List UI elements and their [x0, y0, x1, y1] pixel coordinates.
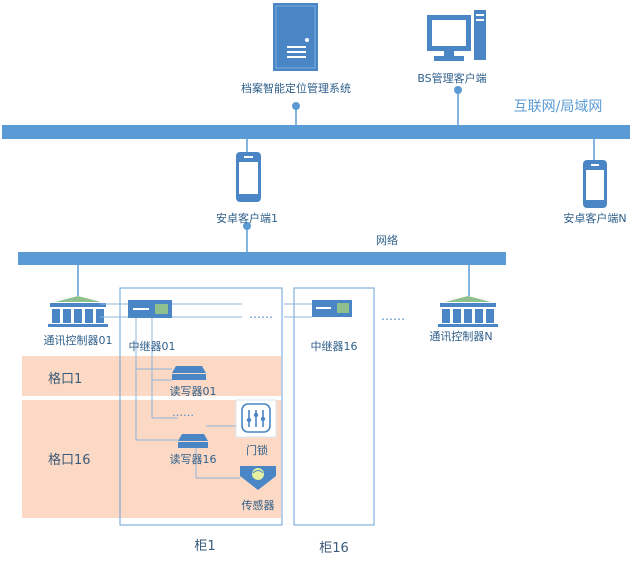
network-label: 网络: [376, 233, 398, 247]
android-1-port: [243, 222, 251, 230]
reader-icon: [178, 434, 208, 448]
controller-n-label: 通讯控制器N: [429, 329, 492, 343]
internet-bus: [2, 125, 630, 139]
cabinet-1-outline: [119, 287, 283, 526]
server-label: 档案智能定位管理系统: [241, 81, 351, 95]
cabinet-16-label: 柜16: [319, 541, 349, 556]
internet-label: 互联网/局域网: [514, 99, 603, 115]
controller-icon: [438, 296, 498, 327]
reader-16-label: 读写器16: [170, 452, 217, 466]
bs-client-label: BS管理客户端: [417, 71, 486, 85]
controller-icon: [48, 296, 108, 327]
controller-01-label: 通讯控制器01: [44, 333, 113, 347]
grid-16-label: 格口16: [48, 452, 91, 468]
android-n-label: 安卓客户端N: [563, 211, 626, 225]
repeater-01-label: 中继器01: [129, 340, 176, 353]
repeater-icon: [128, 300, 172, 318]
door-lock-label: 门锁: [246, 443, 268, 457]
grid-1-label: 格口1: [48, 371, 82, 387]
reader-01-label: 读写器01: [170, 384, 217, 398]
reader-icon: [172, 366, 206, 380]
phone-icon: [236, 152, 261, 202]
bs-client-port: [454, 86, 462, 94]
server-icon: [273, 3, 318, 71]
dots-controllers: ……: [381, 309, 405, 323]
sensor-icon: [240, 466, 276, 490]
server-port: [292, 102, 300, 110]
dots-readers: ……: [172, 406, 194, 419]
network-bus: [18, 252, 506, 265]
phone-icon: [583, 160, 607, 208]
cabinet-1-label: 柜1: [194, 539, 215, 554]
desktop-icon: [427, 10, 486, 61]
dots-repeaters: ……: [249, 307, 273, 321]
repeater-16-label: 中继器16: [311, 340, 358, 353]
cabinet-16-outline: [293, 287, 375, 526]
repeater-icon: [312, 300, 352, 317]
door-lock-icon: [235, 399, 277, 438]
android-1-label: 安卓客户端1: [216, 211, 278, 225]
sensor-label: 传感器: [242, 499, 275, 512]
